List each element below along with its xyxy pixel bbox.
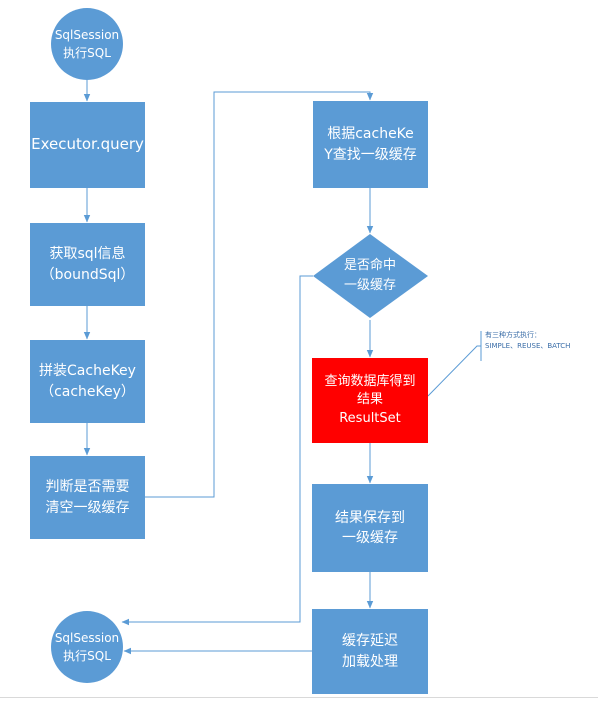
start-node: SqlSession 执行SQL xyxy=(51,8,123,80)
bottom-divider xyxy=(0,697,598,698)
end-node-line2: 执行SQL xyxy=(63,649,111,663)
check-clear-cache-line2: 清空一级缓存 xyxy=(45,499,130,516)
build-cache-key-line1: 拼装CacheKey xyxy=(39,363,136,380)
lookup-cache-line1: 根据cacheKe xyxy=(327,126,414,143)
build-cache-key-line2: （cacheKey） xyxy=(40,383,135,400)
executor-query-node: Executor.query xyxy=(30,102,145,188)
hit-cache-decision-label: 是否命中 一级缓存 xyxy=(318,256,422,295)
note-bracket xyxy=(427,345,481,397)
lookup-cache-node: 根据cacheKe Y查找一级缓存 xyxy=(313,101,428,188)
hit-cache-decision-line2: 一级缓存 xyxy=(343,277,396,293)
save-cache-line1: 结果保存到 xyxy=(335,509,405,526)
execution-note-line2: SIMPLE、REUSE、BATCH xyxy=(485,342,571,351)
query-db-line1: 查询数据库得到 xyxy=(324,374,416,390)
executor-query-label: Executor.query xyxy=(31,135,144,154)
get-sql-info-node: 获取sql信息 （boundSql） xyxy=(30,223,145,306)
start-node-line2: 执行SQL xyxy=(63,46,111,60)
execution-note: 有三种方式执行： SIMPLE、REUSE、BATCH xyxy=(485,330,570,352)
lazy-load-line1: 缓存延迟 xyxy=(342,633,398,650)
check-clear-cache-line1: 判断是否需要 xyxy=(45,479,130,496)
save-cache-line2: 一级缓存 xyxy=(342,530,398,546)
hit-cache-decision-line1: 是否命中 xyxy=(343,258,396,273)
query-db-node: 查询数据库得到 结果 ResultSet xyxy=(312,358,428,443)
check-clear-cache-node: 判断是否需要 清空一级缓存 xyxy=(30,456,145,539)
query-db-line2: 结果 xyxy=(356,392,383,408)
lookup-cache-line2: Y查找一级缓存 xyxy=(324,146,417,163)
connector-clear-to-lookup xyxy=(145,91,374,498)
lazy-load-node: 缓存延迟 加载处理 xyxy=(312,609,428,694)
build-cache-key-node: 拼装CacheKey （cacheKey） xyxy=(30,340,145,423)
lazy-load-line2: 加载处理 xyxy=(342,653,398,670)
hit-cache-diamond xyxy=(313,234,428,318)
get-sql-info-line1: 获取sql信息 xyxy=(49,246,126,263)
end-node: SqlSession 执行SQL xyxy=(51,611,123,683)
end-node-line1: SqlSession xyxy=(54,631,120,645)
start-node-line1: SqlSession xyxy=(54,28,120,42)
save-cache-node: 结果保存到 一级缓存 xyxy=(312,484,428,572)
execution-note-line1: 有三种方式执行： xyxy=(485,331,541,339)
connector-decision-to-end xyxy=(121,275,313,626)
query-db-line3: ResultSet xyxy=(339,410,401,426)
get-sql-info-line2: （boundSql） xyxy=(40,266,135,283)
